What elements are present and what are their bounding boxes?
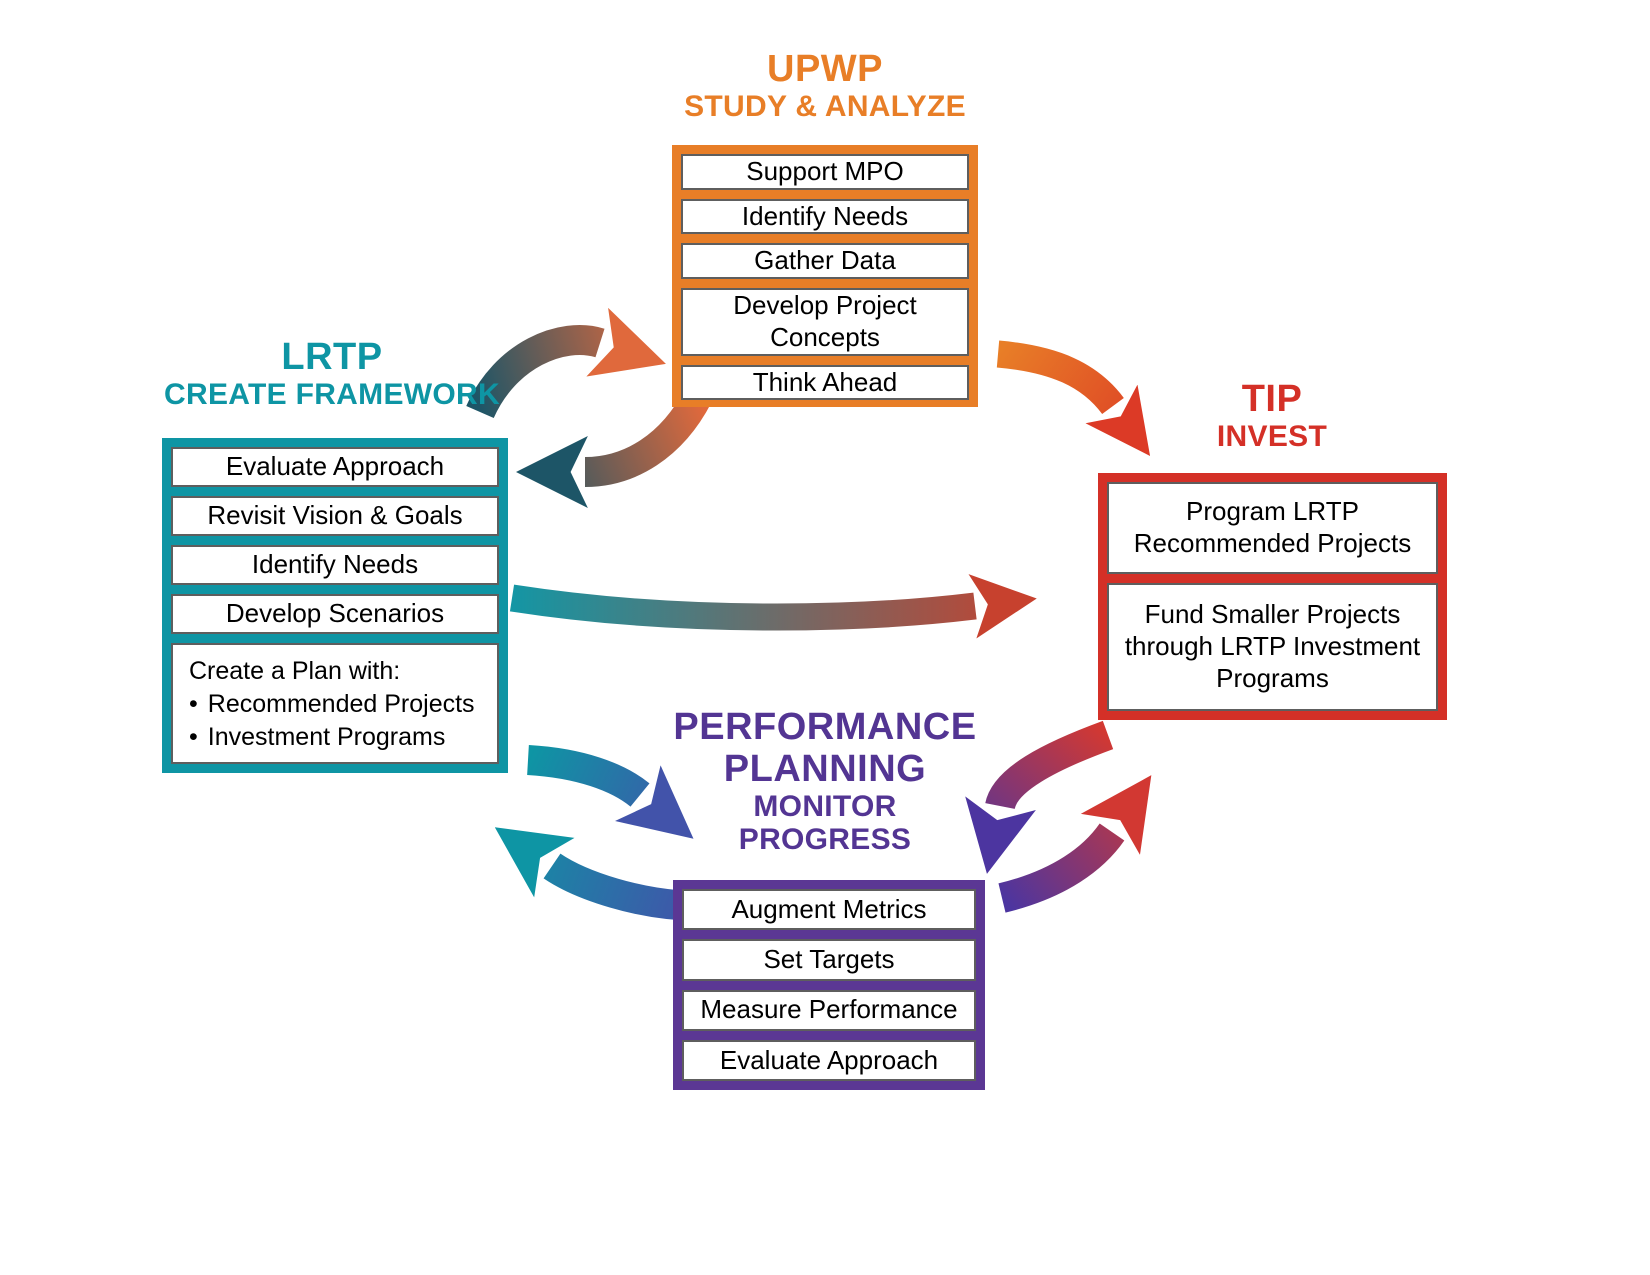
upwp-row: Identify Needs xyxy=(681,198,969,235)
bullet-icon: • xyxy=(189,723,198,751)
lrtp-row: Identify Needs xyxy=(171,545,499,585)
lrtp-plan-bullet-text: Investment Programs xyxy=(207,723,446,751)
performance-row: Set Targets xyxy=(682,939,976,981)
upwp-row: Think Ahead xyxy=(681,364,969,401)
tip-title: TIP xyxy=(1241,378,1303,420)
performance-title-line2: PLANNING xyxy=(723,748,927,790)
lrtp-plan-row: Create a Plan with: • Recommended Projec… xyxy=(171,643,499,764)
tip-subtitle: INVEST xyxy=(1216,420,1328,453)
performance-subtitle-line2: PROGRESS xyxy=(738,823,912,856)
tip-row: Program LRTP Recommended Projects xyxy=(1107,482,1438,574)
upwp-box: Support MPO Identify Needs Gather Data D… xyxy=(672,145,978,407)
performance-row: Measure Performance xyxy=(682,989,976,1031)
lrtp-subtitle: CREATE FRAMEWORK xyxy=(164,378,500,411)
performance-title-line1: PERFORMANCE xyxy=(673,706,977,748)
lrtp-title-block: LRTP CREATE FRAMEWORK xyxy=(107,336,557,411)
upwp-subtitle: STUDY & ANALYZE xyxy=(684,90,966,123)
upwp-title: UPWP xyxy=(767,48,883,90)
lrtp-row: Revisit Vision & Goals xyxy=(171,496,499,536)
bullet-icon: • xyxy=(189,690,198,718)
lrtp-plan-intro: Create a Plan with: xyxy=(189,657,401,685)
arrow-lrtp-to-tip xyxy=(509,574,1037,639)
performance-row: Evaluate Approach xyxy=(682,1039,976,1081)
performance-subtitle-line1: MONITOR xyxy=(753,790,897,823)
lrtp-box: Evaluate Approach Revisit Vision & Goals… xyxy=(162,438,508,773)
arrow-tip-to-performance xyxy=(965,720,1114,874)
tip-title-block: TIP INVEST xyxy=(1047,378,1497,453)
tip-box: Program LRTP Recommended Projects Fund S… xyxy=(1098,473,1447,720)
performance-title-block: PERFORMANCE PLANNING MONITOR PROGRESS xyxy=(600,706,1050,856)
lrtp-plan-bullet-text: Recommended Projects xyxy=(207,690,475,718)
arrow-performance-to-tip xyxy=(998,775,1152,913)
upwp-row: Develop Project Concepts xyxy=(681,288,969,356)
upwp-row: Gather Data xyxy=(681,243,969,280)
arrow-upwp-to-tip xyxy=(996,340,1151,456)
lrtp-row: Evaluate Approach xyxy=(171,447,499,487)
performance-box: Augment Metrics Set Targets Measure Perf… xyxy=(673,880,985,1090)
lrtp-plan-bullet-line: • Recommended Projects xyxy=(189,688,491,721)
arrow-upwp-to-lrtp xyxy=(515,388,712,508)
upwp-row: Support MPO xyxy=(681,154,969,190)
lrtp-plan-bullet-line: • Investment Programs xyxy=(189,721,491,754)
tip-row: Fund Smaller Projects through LRTP Inves… xyxy=(1107,583,1438,711)
arrow-lrtp-to-upwp xyxy=(466,307,666,419)
lrtp-row: Develop Scenarios xyxy=(171,594,499,634)
lrtp-title: LRTP xyxy=(281,336,383,378)
arrow-lrtp-to-performance xyxy=(527,745,694,839)
performance-row: Augment Metrics xyxy=(682,889,976,931)
upwp-title-block: UPWP STUDY & ANALYZE xyxy=(600,48,1050,123)
